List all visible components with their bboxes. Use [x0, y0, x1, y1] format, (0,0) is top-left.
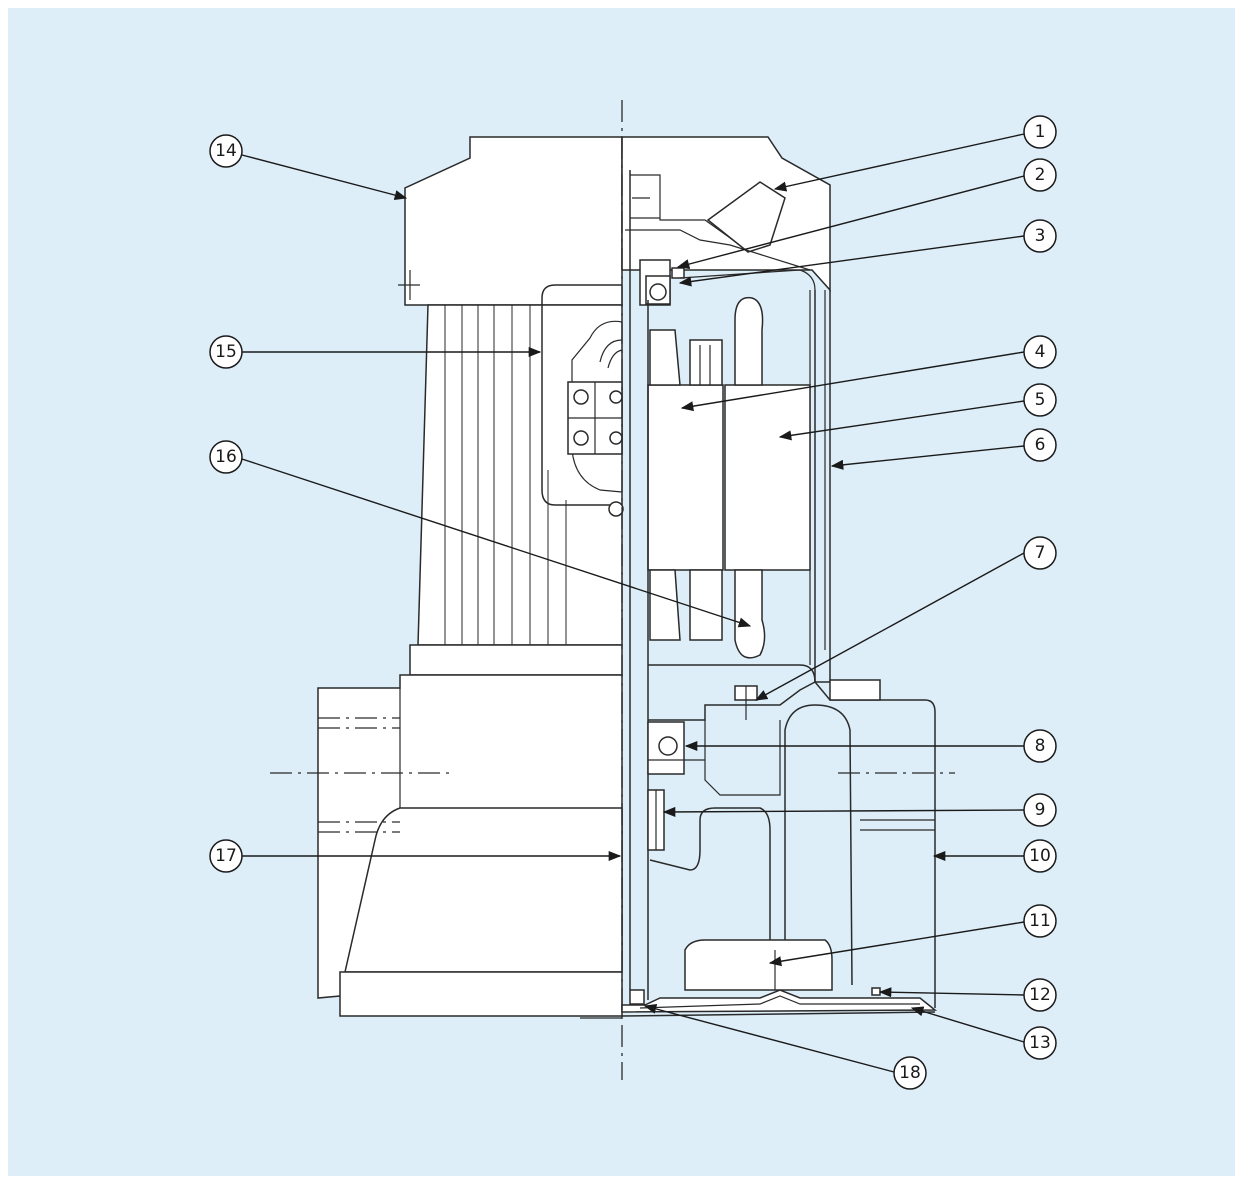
- stator: [724, 384, 811, 571]
- callout-6-label: 6: [1035, 435, 1046, 455]
- impeller: [684, 939, 833, 991]
- callout-2-label: 2: [1035, 165, 1046, 185]
- callout-1: 1: [1023, 115, 1057, 149]
- callout-13: 13: [1023, 1026, 1057, 1060]
- callout-13-label: 13: [1029, 1033, 1051, 1053]
- callout-11: 11: [1023, 904, 1057, 938]
- callout-17-label: 17: [215, 846, 237, 866]
- callout-3-label: 3: [1035, 226, 1046, 246]
- callout-18-label: 18: [899, 1063, 921, 1083]
- callout-4-label: 4: [1035, 342, 1046, 362]
- cable-entry: [706, 181, 786, 253]
- exterior-half: [270, 136, 624, 1019]
- callout-8: 8: [1023, 729, 1057, 763]
- callout-15-label: 15: [215, 342, 237, 362]
- cooling-fins: [444, 305, 567, 645]
- callout-3: 3: [1023, 219, 1057, 253]
- callout-17: 17: [209, 839, 243, 873]
- callout-5-label: 5: [1035, 390, 1046, 410]
- rotor: [647, 384, 724, 571]
- callout-7-label: 7: [1035, 543, 1046, 563]
- callout-1-label: 1: [1035, 122, 1046, 142]
- callout-5: 5: [1023, 383, 1057, 417]
- bottom-plate: [621, 989, 938, 1013]
- callout-4: 4: [1023, 335, 1057, 369]
- callout-14-label: 14: [215, 141, 237, 161]
- motor-frame: [417, 304, 623, 646]
- callout-16-label: 16: [215, 447, 237, 467]
- callout-6: 6: [1023, 428, 1057, 462]
- leader-lines: [241, 133, 1025, 1073]
- callout-10-label: 10: [1029, 846, 1051, 866]
- callout-12: 12: [1023, 978, 1057, 1012]
- callout-15: 15: [209, 335, 243, 369]
- callout-10: 10: [1023, 839, 1057, 873]
- callout-14: 14: [209, 134, 243, 168]
- callout-18: 18: [893, 1056, 927, 1090]
- section-half: [621, 136, 955, 1017]
- callout-11-label: 11: [1029, 911, 1051, 931]
- callout-7: 7: [1023, 536, 1057, 570]
- callout-12-label: 12: [1029, 985, 1051, 1005]
- callout-9-label: 9: [1035, 800, 1046, 820]
- callout-16: 16: [209, 440, 243, 474]
- terminal-box: [541, 284, 622, 506]
- callout-8-label: 8: [1035, 736, 1046, 756]
- top-cap: [404, 136, 623, 306]
- pump-base: [339, 971, 623, 1017]
- callout-2: 2: [1023, 158, 1057, 192]
- callout-9: 9: [1023, 793, 1057, 827]
